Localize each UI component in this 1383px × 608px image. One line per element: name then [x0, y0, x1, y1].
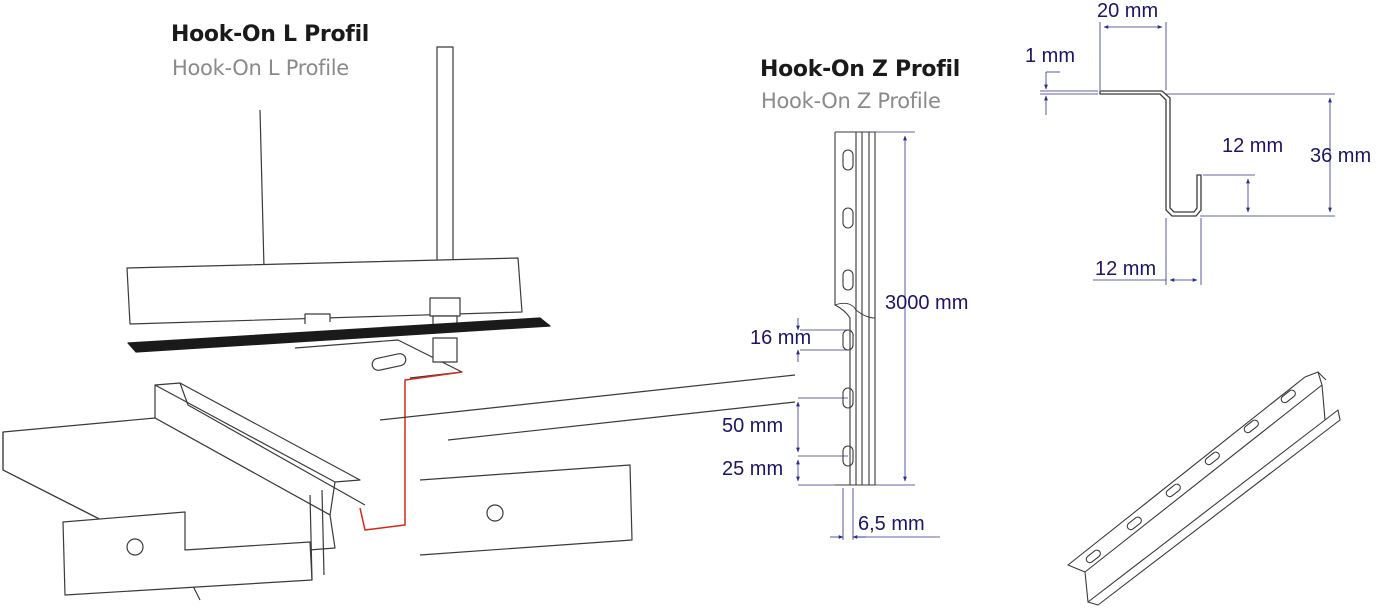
- z-profile-subtitle: Hook-On Z Profile: [761, 89, 941, 113]
- l-profile-title: Hook-On L Profil: [171, 22, 370, 47]
- top-flange-dimension-label: 20 mm: [1097, 0, 1159, 22]
- bottom-flange-dimension-label: 12 mm: [1095, 258, 1157, 280]
- z-cross-section: [1099, 90, 1202, 217]
- length-dimension-label: 3000 mm: [885, 292, 969, 314]
- l-profile-illustration: [2, 46, 796, 601]
- z-profile-elevation: [834, 131, 876, 486]
- z-section-dimension-lines: [1040, 22, 1335, 285]
- z-profile-title: Hook-On Z Profil: [760, 57, 960, 82]
- z-profile-isometric: [1067, 371, 1341, 606]
- l-profile-subtitle: Hook-On L Profile: [172, 56, 349, 80]
- slot-height-dimension-label: 16 mm: [750, 327, 812, 349]
- total-height-dimension-label: 36 mm: [1310, 145, 1372, 167]
- slot-pitch-dimension-label: 50 mm: [722, 415, 784, 437]
- thickness-dimension-label: 1 mm: [1025, 45, 1075, 67]
- lip-height-dimension-label: 12 mm: [1222, 135, 1284, 157]
- z-profile-dimension-lines: [796, 131, 940, 540]
- slot-inset-dimension-label: 6,5 mm: [858, 513, 925, 535]
- slot-offset-dimension-label: 25 mm: [722, 458, 784, 480]
